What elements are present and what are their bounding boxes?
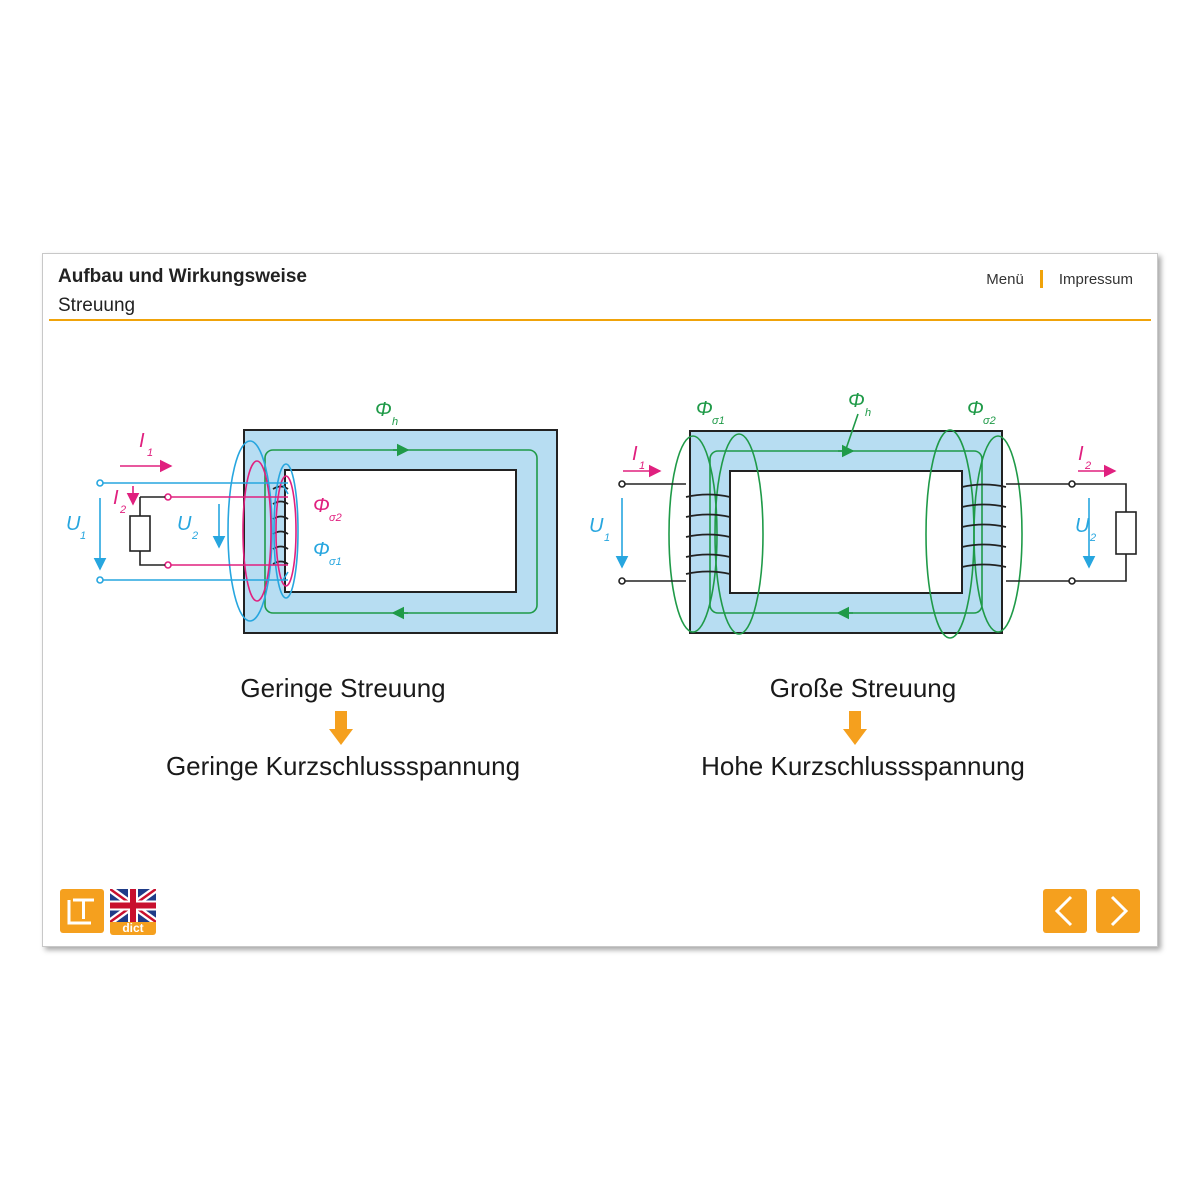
label-phi-h: Φ bbox=[848, 390, 865, 412]
label-u2: U bbox=[1075, 515, 1090, 537]
dict-button[interactable]: dict bbox=[110, 889, 156, 935]
page-title: Aufbau und Wirkungsweise bbox=[58, 266, 307, 287]
right-caption-top: Große Streuung bbox=[769, 673, 957, 703]
right-core bbox=[689, 430, 1003, 634]
right-main-flux bbox=[709, 444, 983, 620]
label-phi-s1: Φ bbox=[696, 398, 713, 420]
right-transformer-diagram: I 1 I 2 U 1 U 2 Φ h Φ σ1 Φ σ2 bbox=[589, 390, 1137, 639]
uk-flag-icon bbox=[110, 889, 156, 922]
left-transformer-diagram: I 1 I 2 U 1 U 2 Φ h Φ σ2 Φ σ1 bbox=[66, 399, 558, 634]
nav-separator bbox=[1039, 270, 1043, 288]
label-i2: I bbox=[113, 487, 119, 509]
label-i1-sub: 1 bbox=[147, 447, 153, 459]
label-phi-s2-sub: σ2 bbox=[983, 415, 996, 427]
lt-logo-icon bbox=[67, 898, 94, 925]
lt-logo-button[interactable] bbox=[60, 889, 104, 933]
label-i1: I bbox=[632, 443, 638, 465]
header-divider bbox=[49, 319, 1151, 321]
left-down-arrow-icon bbox=[329, 711, 353, 745]
right-caption-bottom: Hohe Kurzschlussspannung bbox=[701, 751, 1025, 781]
left-caption-top: Geringe Streuung bbox=[240, 673, 446, 703]
label-i2: I bbox=[1078, 443, 1084, 465]
label-u1: U bbox=[66, 513, 81, 535]
left-labels: I 1 I 2 U 1 U 2 Φ h Φ σ2 Φ σ1 bbox=[66, 399, 398, 568]
label-u2-sub: 2 bbox=[1089, 532, 1096, 544]
left-caption-bottom: Geringe Kurzschlussspannung bbox=[165, 751, 521, 781]
chevron-left-icon bbox=[1054, 895, 1073, 927]
label-i1-sub: 1 bbox=[639, 460, 645, 472]
label-u2: U bbox=[177, 513, 192, 535]
label-phi-s2-sub: σ2 bbox=[329, 512, 342, 524]
right-secondary-circuit bbox=[1006, 480, 1137, 585]
label-phi-s1-sub: σ1 bbox=[712, 415, 725, 427]
app-window: Aufbau und Wirkungsweise Streuung Menü I… bbox=[42, 253, 1158, 947]
left-main-flux bbox=[264, 443, 538, 620]
left-load-resistor bbox=[129, 496, 165, 566]
label-i2-sub: 2 bbox=[119, 504, 126, 516]
left-primary-circuit bbox=[93, 479, 289, 584]
prev-button[interactable] bbox=[1043, 889, 1087, 933]
top-nav: Menü Impressum bbox=[986, 270, 1133, 288]
label-i2-sub: 2 bbox=[1084, 460, 1091, 472]
label-phi-s2: Φ bbox=[967, 398, 984, 420]
right-labels: I 1 I 2 U 1 U 2 Φ h Φ σ1 Φ σ2 bbox=[589, 390, 1096, 544]
label-u1-sub: 1 bbox=[80, 530, 86, 542]
page-subtitle: Streuung bbox=[58, 295, 136, 316]
label-phi-h-sub: h bbox=[865, 407, 871, 419]
left-core bbox=[243, 429, 558, 634]
label-i1: I bbox=[139, 430, 145, 452]
label-phi-s2: Φ bbox=[313, 495, 330, 517]
left-leakage-flux bbox=[227, 440, 299, 622]
right-primary-circuit bbox=[618, 480, 686, 585]
menu-link[interactable]: Menü bbox=[986, 270, 1024, 288]
label-phi-s1-sub: σ1 bbox=[329, 556, 342, 568]
label-u1-sub: 1 bbox=[604, 532, 610, 544]
label-phi-s1: Φ bbox=[313, 539, 330, 561]
label-u1: U bbox=[589, 515, 604, 537]
label-phi-h-sub: h bbox=[392, 416, 398, 428]
impressum-link[interactable]: Impressum bbox=[1058, 270, 1133, 288]
left-secondary-circuit bbox=[120, 459, 288, 569]
dict-label: dict bbox=[110, 922, 156, 935]
right-down-arrow-icon bbox=[843, 711, 867, 745]
next-button[interactable] bbox=[1096, 889, 1140, 933]
right-windings bbox=[685, 483, 1007, 575]
chevron-right-icon bbox=[1110, 895, 1129, 927]
label-phi-h: Φ bbox=[375, 399, 392, 421]
label-u2-sub: 2 bbox=[191, 530, 198, 542]
right-arrows bbox=[615, 413, 1117, 569]
